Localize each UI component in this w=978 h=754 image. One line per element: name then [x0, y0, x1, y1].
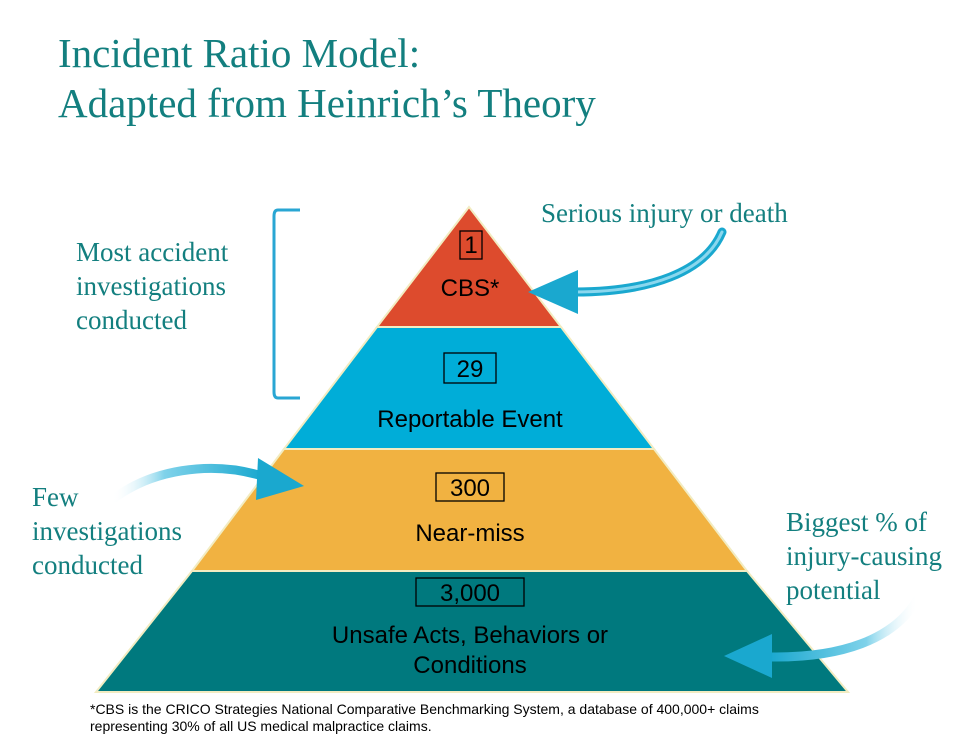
bracket-shape	[272, 208, 300, 400]
tier-4-number: 3,000	[440, 580, 500, 607]
annotation-line: investigations	[32, 516, 182, 546]
tier-3-number-box	[435, 472, 505, 502]
footnote-line-2: representing 30% of all US medical malpr…	[90, 718, 432, 734]
tier-4-label-line-1: Unsafe Acts, Behaviors or	[332, 622, 608, 649]
annotation-line: conducted	[76, 305, 187, 335]
annotation-most-investigations: Most accident investigations conducted	[76, 235, 228, 337]
tier-1-label: CBS*	[441, 275, 500, 302]
tier-2-number: 29	[457, 356, 484, 383]
tier-top-shape	[374, 205, 564, 328]
tier-2-number-box	[443, 352, 497, 384]
tier-bottom-shape	[93, 570, 851, 693]
slide-title: Incident Ratio Model: Adapted from Heinr…	[58, 28, 596, 128]
annotation-serious-injury: Serious injury or death	[541, 196, 788, 230]
annotation-line: Serious injury or death	[541, 198, 788, 228]
title-line-2: Adapted from Heinrich’s Theory	[58, 80, 596, 126]
tier-1-number: 1	[464, 232, 477, 259]
tier-3-number: 300	[450, 475, 490, 502]
tier-third-shape	[189, 448, 750, 572]
annotation-few-investigations: Few investigations conducted	[32, 480, 182, 582]
title-line-1: Incident Ratio Model:	[58, 30, 421, 76]
tier-2-label: Reportable Event	[377, 406, 563, 433]
annotation-line: Most accident	[76, 237, 229, 267]
annotation-line: potential	[786, 575, 881, 605]
tier-4-label-line-2: Conditions	[413, 652, 526, 679]
tier-3-label: Near-miss	[415, 520, 524, 547]
annotation-line: Biggest % of	[786, 507, 927, 537]
annotation-biggest-potential: Biggest % of injury-causing potential	[786, 505, 942, 607]
footnote-line-1: *CBS is the CRICO Strategies National Co…	[90, 701, 759, 717]
annotation-line: Few	[32, 482, 79, 512]
tier-4-number-box	[415, 577, 525, 607]
arrow-to-top-tier	[528, 227, 727, 314]
arrow-to-third-tier	[107, 458, 304, 505]
tier-1-number-box	[459, 230, 483, 260]
annotation-line: conducted	[32, 550, 143, 580]
annotation-line: injury-causing	[786, 541, 942, 571]
footnote: *CBS is the CRICO Strategies National Co…	[90, 701, 890, 735]
annotation-line: investigations	[76, 271, 226, 301]
arrow-to-bottom-tier	[724, 593, 923, 678]
